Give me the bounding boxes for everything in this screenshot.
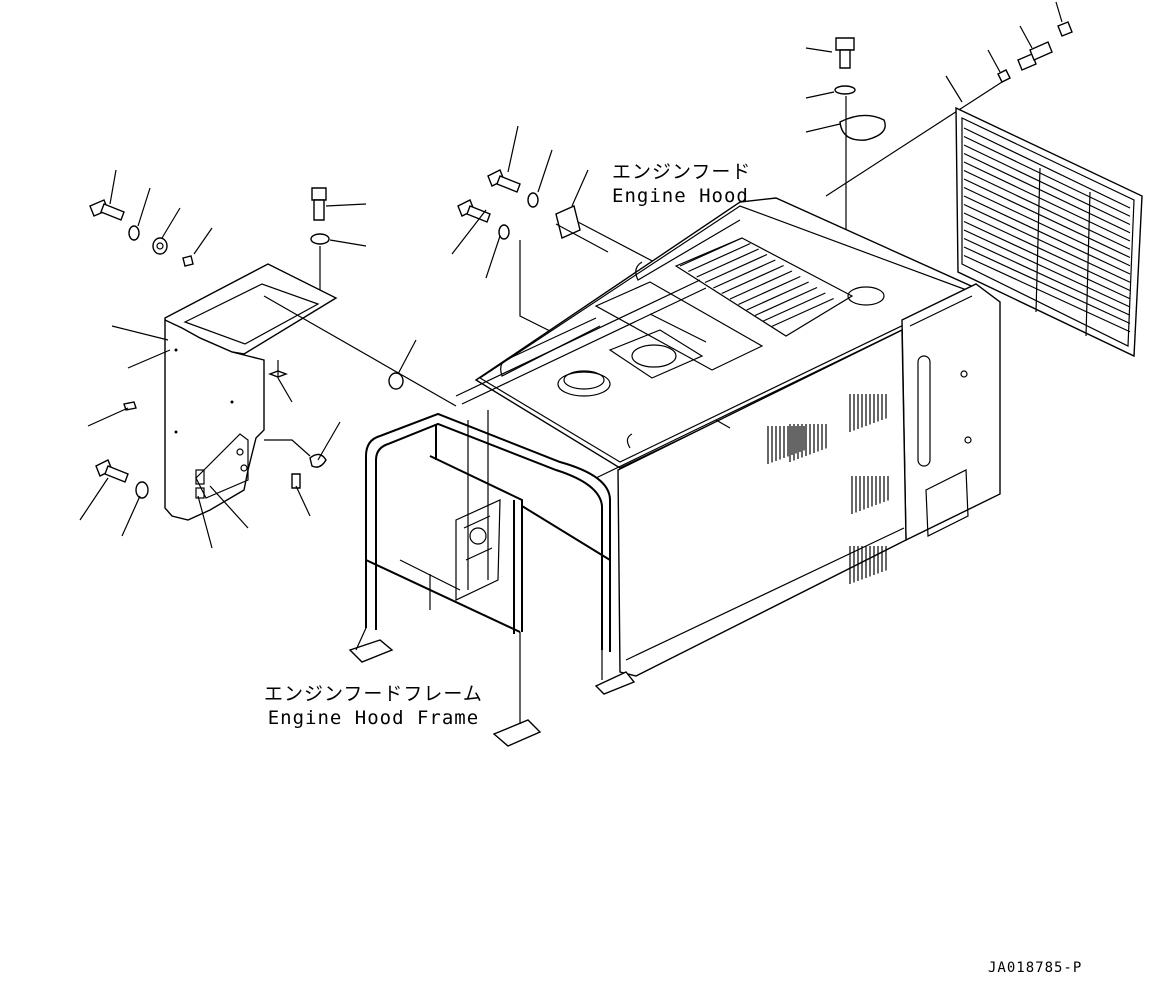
nut-1	[182, 255, 194, 267]
top-center-hardware	[451, 125, 701, 357]
top-right-hardware	[805, 1, 1073, 282]
bolt-vertical	[311, 187, 327, 221]
engine-hood-frame-label-jp: エンジンフードフレーム	[264, 683, 483, 705]
bolt-lower-left	[95, 459, 129, 483]
washer-2	[152, 237, 168, 255]
document-number: JA018785-P	[988, 960, 1083, 976]
nut-2	[388, 372, 404, 390]
side-panel	[164, 318, 265, 521]
engine-hood-label-en: Engine Hood	[612, 185, 749, 207]
engine-hood-label-jp: エンジンフード	[612, 161, 752, 183]
bolt-top-left	[89, 199, 125, 221]
grille	[955, 106, 1143, 358]
engine-hood	[474, 197, 1001, 677]
left-bracket	[79, 169, 457, 549]
washer-4	[135, 481, 149, 499]
engine-hood-label: エンジンフード Engine Hood	[612, 160, 751, 208]
washer-1	[128, 225, 140, 241]
engine-hood-frame	[348, 279, 903, 747]
engine-hood-frame-label-en: Engine Hood Frame	[267, 707, 480, 729]
engine-hood-frame-label: エンジンフードフレーム Engine Hood Frame	[264, 682, 483, 730]
washer-3	[310, 233, 330, 245]
